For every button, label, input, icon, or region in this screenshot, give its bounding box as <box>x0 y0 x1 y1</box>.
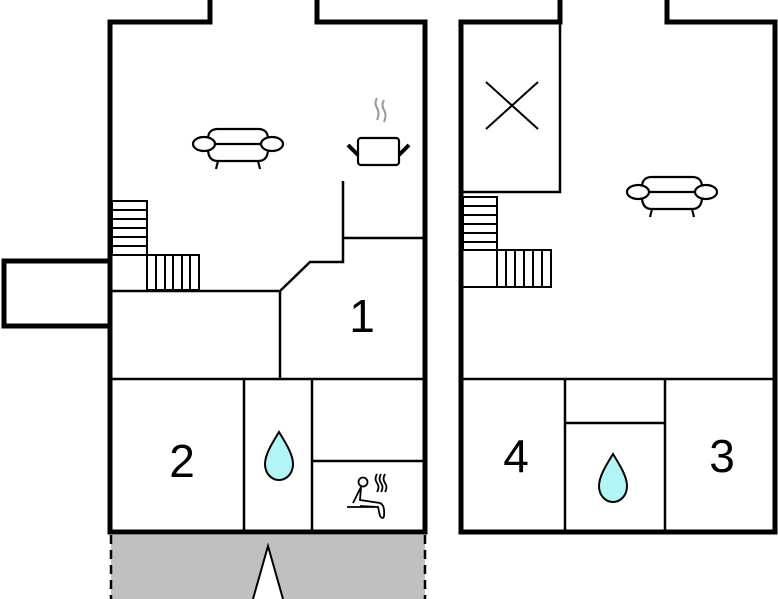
cross-icon <box>485 81 539 130</box>
cooking-pot-icon <box>346 97 411 167</box>
right-unit <box>458 0 778 535</box>
sofa-icon <box>191 127 285 171</box>
annex <box>1 258 113 329</box>
room-label-3: 3 <box>709 430 735 482</box>
room-label-2: 2 <box>169 435 195 487</box>
room-label-4: 4 <box>503 430 529 482</box>
exterior-wall <box>107 0 428 535</box>
terrace <box>109 535 427 599</box>
stairs-icon <box>462 196 552 288</box>
sauna-icon <box>347 473 388 519</box>
water-drop-icon <box>598 453 628 503</box>
interior-walls <box>110 181 425 532</box>
stairs-icon <box>111 200 200 291</box>
left-unit <box>1 0 428 535</box>
entrance-arrow-icon <box>252 542 284 599</box>
water-drop-icon <box>264 431 294 481</box>
sofa-icon <box>625 175 719 219</box>
exterior-wall <box>458 0 778 535</box>
room-label-1: 1 <box>349 290 375 342</box>
